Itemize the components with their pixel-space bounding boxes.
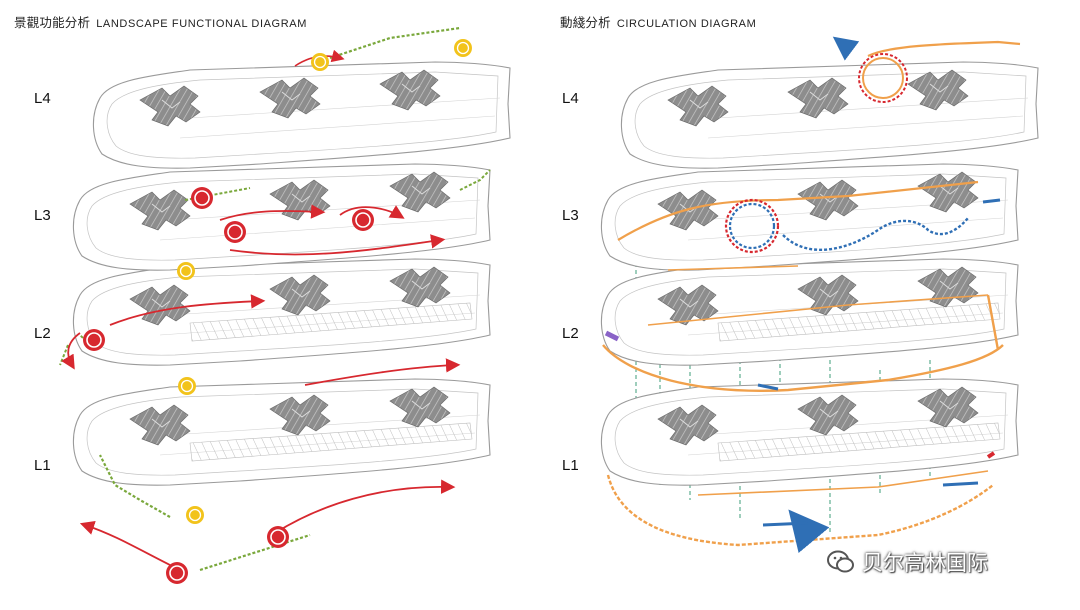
watermark: 贝尔高林国际 xyxy=(826,545,988,579)
landscape-floor-l3 xyxy=(72,163,491,281)
right-level-label-l3: L3 xyxy=(562,207,579,224)
left-title-en: LANDSCAPE FUNCTIONAL DIAGRAM xyxy=(96,18,307,30)
right-level-label-l1: L1 xyxy=(562,457,579,474)
landscape-floor-l4 xyxy=(92,26,511,169)
left-level-label-l4: L4 xyxy=(34,90,51,107)
circulation-floor-l2 xyxy=(600,258,1019,392)
landscape-diagram xyxy=(59,26,511,585)
right-level-label-l2: L2 xyxy=(562,325,579,342)
circulation-floor-l3 xyxy=(600,163,1019,271)
left-level-label-l2: L2 xyxy=(34,325,51,342)
left-level-label-l1: L1 xyxy=(34,457,51,474)
circulation-floor-l1 xyxy=(600,378,1019,554)
left-panel-title: 景觀功能分析 LANDSCAPE FUNCTIONAL DIAGRAM xyxy=(14,12,307,31)
landscape-floor-l2 xyxy=(59,258,491,396)
right-title-cn: 動綫分析 xyxy=(560,15,611,30)
right-title-en: CIRCULATION DIAGRAM xyxy=(616,18,757,30)
wechat-logo-icon xyxy=(827,550,854,573)
watermark-text: 贝尔高林国际 xyxy=(862,551,988,575)
circulation-floor-l4 xyxy=(620,36,1039,169)
right-panel-title: 動綫分析 CIRCULATION DIAGRAM xyxy=(560,12,756,31)
left-title-cn: 景觀功能分析 xyxy=(14,15,91,30)
circulation-diagram xyxy=(600,36,1039,554)
landscape-floor-l1 xyxy=(72,378,491,585)
left-level-label-l3: L3 xyxy=(34,207,51,224)
right-level-label-l4: L4 xyxy=(562,90,579,107)
